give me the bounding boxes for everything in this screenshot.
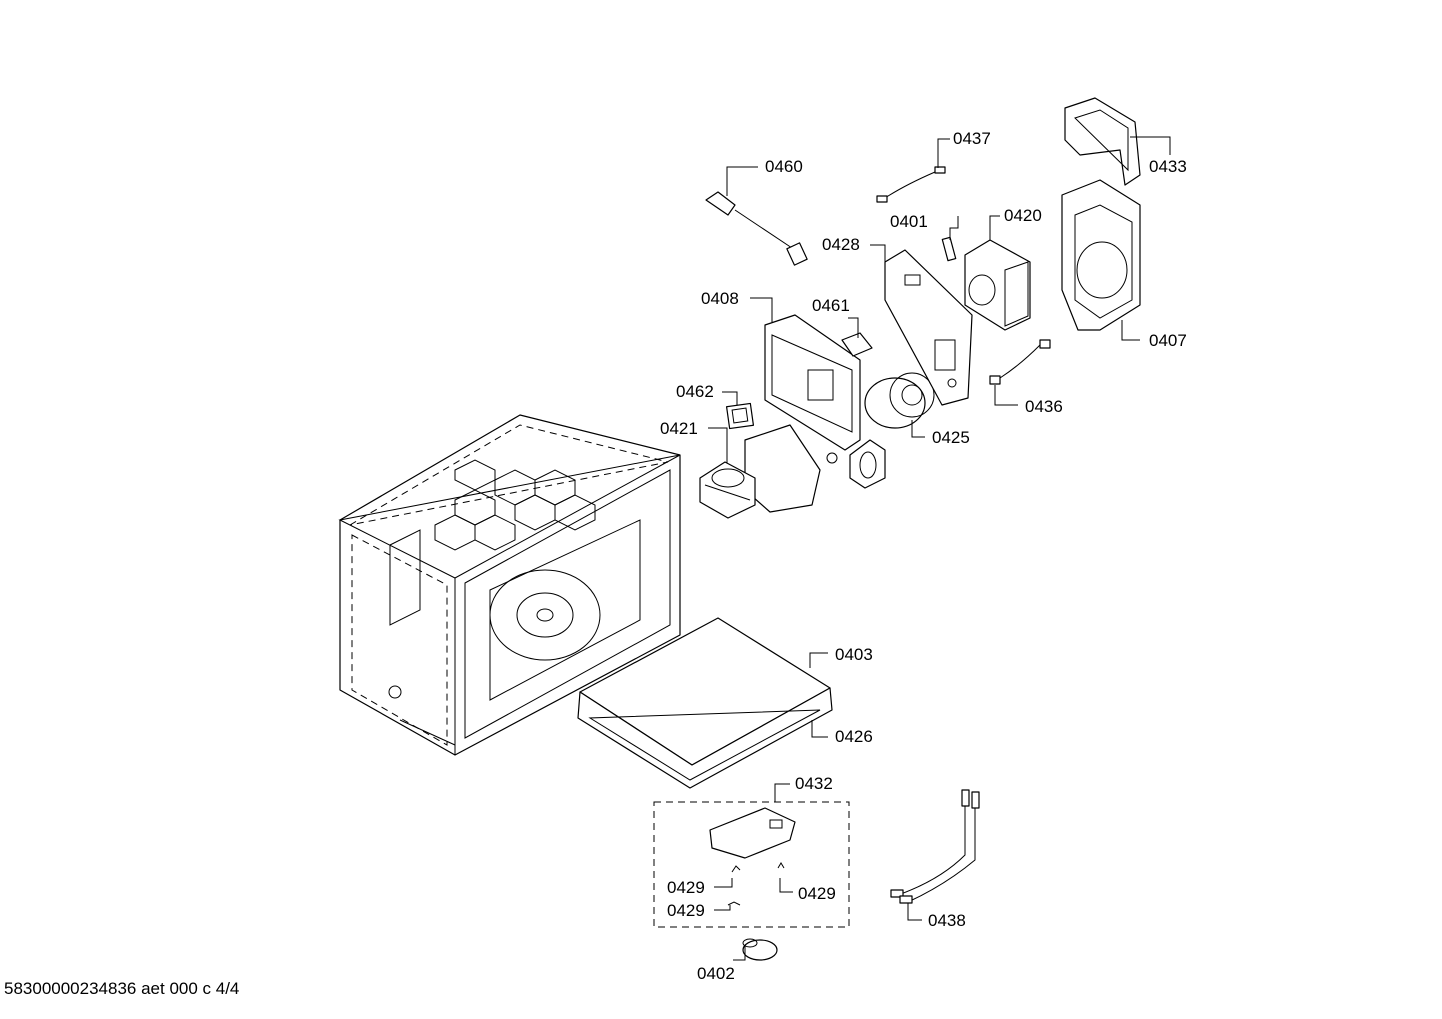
leader-lines [708,136,1171,961]
label-0428: 0428 [822,235,860,254]
label-0429-left-top: 0429 [667,878,705,897]
door-seal-0426 [577,687,833,789]
part-labels: 0460 0437 0433 0401 0420 0428 0408 0461 … [660,129,1187,983]
label-0408: 0408 [701,289,739,308]
label-0436: 0436 [1025,397,1063,416]
small-module-0462 [725,402,755,430]
circuit-board-0428 [884,249,973,406]
label-0420: 0420 [1004,206,1042,225]
housing-0407 [1061,179,1141,331]
turntable-drive-group-0432 [653,801,850,928]
drive-bracket [709,807,796,859]
wire-0436 [989,339,1051,385]
fan-wheel-0425 [849,372,935,489]
label-0461: 0461 [812,296,850,315]
label-0407: 0407 [1149,331,1187,350]
document-footer: 58300000234836 aet 000 c 4/4 [4,979,240,998]
mounting-frame-0408 [744,314,861,513]
wire-0438 [890,789,980,904]
label-0432: 0432 [795,774,833,793]
label-0421: 0421 [660,419,698,438]
turntable-motor-0402 [742,938,778,961]
label-0462: 0462 [676,382,714,401]
oven-cavity [338,414,681,756]
label-0429-right: 0429 [798,884,836,903]
label-0403: 0403 [835,645,873,664]
label-0425: 0425 [932,428,970,447]
label-0429-left-bottom: 0429 [667,901,705,920]
motor-0421 [699,461,756,519]
label-0433: 0433 [1149,157,1187,176]
wire-0437 [876,166,946,203]
cavity-top-hex-pattern [434,459,596,551]
fuse-0401 [941,236,957,262]
label-0426: 0426 [835,727,873,746]
label-0460: 0460 [765,157,803,176]
label-0438: 0438 [928,911,966,930]
label-0401: 0401 [890,212,928,231]
power-cable-0460 [705,191,808,266]
transformer-0420 [964,239,1031,331]
label-0402: 0402 [697,964,735,983]
small-plate-0461 [841,332,873,357]
label-0437: 0437 [953,129,991,148]
top-cover-0433 [1064,97,1141,186]
